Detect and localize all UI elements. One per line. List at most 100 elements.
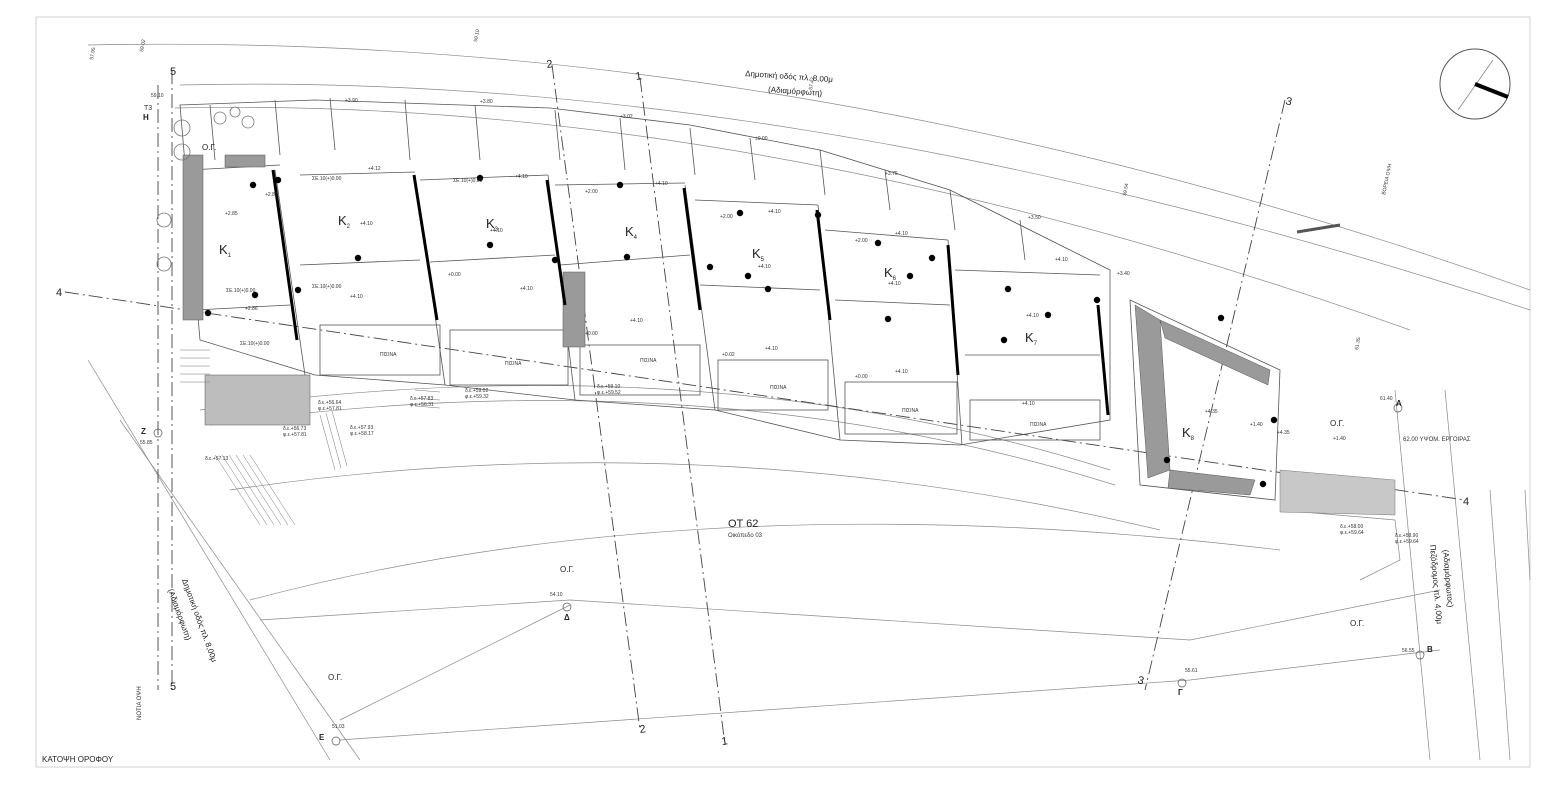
terrace-i2: φ.ε.+59.64 (1395, 539, 1419, 545)
t3-label: Τ3 (144, 105, 152, 112)
terrace-b2: φ.ε.+57.81 (283, 432, 307, 438)
lvl-k3-b: +4.10 (490, 228, 503, 234)
north-road-edge-outer (87, 43, 1531, 291)
trees (156, 106, 255, 272)
og-label-3: Ο.Γ. (560, 565, 574, 574)
pool-label-1: ΠΙΣΙΝΑ (380, 352, 397, 358)
unit-label-k8: K8 (1182, 425, 1195, 442)
section-2-top: 2 (546, 58, 554, 71)
unit-label-k4: K4 (625, 224, 638, 241)
column-dot (294, 286, 302, 294)
column-dot (744, 272, 752, 280)
svg-text:K7: K7 (1025, 330, 1038, 347)
north-road-label: Δημοτική οδός πλ. 8,00μ (745, 69, 834, 84)
lvl-k8-c: +1.40 (1250, 422, 1263, 428)
lvl-k1-a: +2.85 (225, 211, 238, 217)
terrace-d2: φ.ε.+56.31 (410, 402, 434, 408)
svg-text:K6: K6 (884, 265, 897, 282)
party-walls (271, 169, 1110, 416)
column-dot (486, 241, 494, 249)
sheet-frame (35, 16, 1531, 768)
column-dot (1270, 416, 1278, 424)
section-lines (64, 64, 1466, 746)
point-c: Γ (1178, 688, 1183, 697)
lvl-k5-c: +4.10 (758, 264, 771, 270)
stairs (180, 349, 441, 526)
lvl-k1-b: +2.86 (245, 306, 258, 312)
column-dot (1044, 311, 1052, 319)
column-dot (551, 256, 559, 264)
section-line-4 (64, 291, 1466, 501)
column-dot (476, 174, 484, 182)
svg-text:K3: K3 (486, 216, 499, 233)
column-dot (736, 209, 744, 217)
pool-label-5: ΠΙΣΙΝΑ (902, 408, 919, 414)
rooms-grid (189, 164, 1101, 356)
point-b: Β (1427, 645, 1433, 654)
facade-south: ΝΟΤΙΑ ΟΨΗ (137, 686, 143, 720)
lvl-k5-b: +4.10 (768, 209, 781, 215)
point-a: Α (1396, 399, 1402, 408)
lvl-k6-c: +4.10 (888, 281, 901, 287)
column-dot (1004, 285, 1012, 293)
drawing-title: ΚΑΤΟΨΗ ΟΡΟΦΟΥ (42, 755, 114, 764)
lvl-n-3: +3.02 (620, 114, 633, 120)
plot-boundary-south (259, 589, 1441, 641)
terrace-b1: δ.ε.+56.73 (283, 426, 306, 432)
og-label-5: Ο.Γ. (328, 673, 342, 682)
section-5-bottom: 5 (170, 681, 176, 693)
point-e: Ε (319, 733, 325, 742)
point-d-level: 54.10 (550, 592, 563, 598)
terrace-a1: δ.ε.+56.64 (318, 400, 341, 406)
terrace-f2: φ.ε.+59.32 (465, 394, 489, 400)
terrace-f1: δ.ε.+59.02 (465, 388, 488, 394)
east-path-4 (1524, 489, 1531, 581)
og-label-2: Ο.Γ. (1330, 419, 1344, 428)
plot-boundary-se (339, 649, 1441, 741)
sl-4: ΣΕ.10(+)0.00 (312, 284, 342, 290)
pool-6 (969, 399, 1101, 441)
point-h: Η (143, 113, 149, 122)
pool-5 (844, 381, 958, 435)
lvl-k8-b: +4.35 (1277, 430, 1290, 436)
east-road-sublabel: (Αδιαμόρφωτος) (1441, 549, 1455, 608)
svg-text:K2: K2 (338, 213, 351, 230)
unit-label-k5: K5 (752, 246, 765, 263)
terrace-g1: δ.ε.+59.10 (597, 384, 620, 390)
svg-text:K1: K1 (219, 242, 232, 259)
terrace-curve-2 (209, 400, 1116, 486)
point-d: Δ (564, 613, 570, 622)
lvl-k5-d: +4.10 (765, 346, 778, 352)
pool-label-4: ΠΙΣΙΝΑ (770, 385, 787, 391)
column-dot (814, 211, 822, 219)
lvl-k4-a: +2.00 (585, 189, 598, 195)
site-lines (87, 43, 1531, 761)
column-dot (274, 176, 282, 184)
sl-2: ΣΕ.10(+)0.00 (453, 178, 483, 184)
lvl-k7-c: +4.10 (1022, 401, 1035, 407)
edge-level-5: 59.54 (1122, 183, 1130, 197)
east-road-level: 62.00 ΥΨΟΜ. ΕΡΓΟΙΡΑΣ (1403, 437, 1471, 443)
column-dot (706, 263, 714, 271)
unit-k8-block (1129, 299, 1396, 516)
building-line-north (174, 106, 1411, 331)
north-arrow-icon (1439, 48, 1511, 120)
point-b-level: 56.55 (1402, 648, 1415, 654)
lvl-k2-a: +4.12 (368, 166, 381, 172)
lvl-k8-a: +4.35 (1205, 409, 1218, 415)
unit-label-k3: K3 (486, 216, 499, 233)
terrace-h2: φ.ε.+59.64 (1340, 530, 1364, 536)
column-dot (764, 285, 772, 293)
column-dot (928, 254, 936, 262)
lvl-k7-a: +4.10 (1055, 257, 1068, 263)
pool-2 (449, 329, 569, 386)
unit-label-k1: K1 (219, 242, 232, 259)
terrace-h1: δ.ε.+58.00 (1340, 524, 1363, 530)
edge-level-2: 59.02 (139, 39, 147, 53)
edge-level-1: 57.95 (89, 47, 97, 61)
column-dot (1217, 314, 1225, 322)
point-e-level: 51.03 (332, 724, 345, 730)
point-z-level: 55.85 (140, 440, 153, 446)
column-dot (884, 315, 892, 323)
